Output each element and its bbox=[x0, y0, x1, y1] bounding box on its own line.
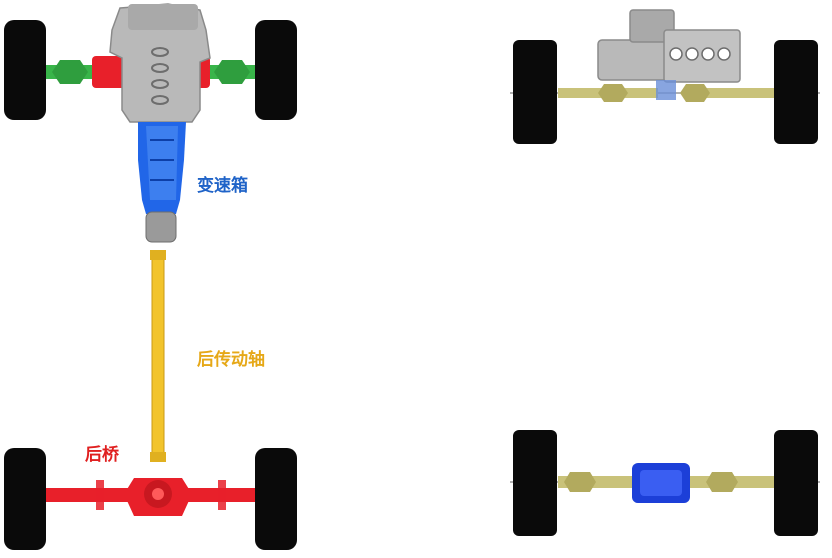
right-front-right-wheel-icon bbox=[774, 40, 818, 144]
rear-right-wheel-icon bbox=[255, 448, 297, 550]
rear-axle bbox=[46, 478, 256, 516]
right-front-joint-left bbox=[598, 84, 628, 102]
rear-driveshaft-label: 后传动轴 bbox=[197, 350, 265, 370]
right-front-left-wheel-icon bbox=[513, 40, 557, 144]
front-left-wheel-icon bbox=[4, 20, 46, 120]
rear-driveshaft bbox=[150, 250, 166, 462]
front-half-shaft-left bbox=[46, 60, 96, 84]
rear-left-wheel-icon bbox=[4, 448, 46, 550]
gearbox-icon bbox=[138, 122, 186, 243]
front-differential-left bbox=[92, 56, 128, 88]
front-right-wheel-icon bbox=[255, 20, 297, 120]
left-drivetrain bbox=[4, 3, 297, 550]
right-rear-left-wheel-icon bbox=[513, 430, 557, 536]
right-engine-icon bbox=[597, 9, 741, 100]
front-half-shaft-right bbox=[205, 60, 255, 84]
right-differential-icon bbox=[632, 463, 690, 503]
right-rear-joint-right bbox=[706, 472, 738, 492]
right-rear-joint-left bbox=[564, 472, 596, 492]
right-rear-right-wheel-icon bbox=[774, 430, 818, 536]
rear-axle-label: 后桥 bbox=[85, 445, 119, 465]
right-front-joint-right bbox=[680, 84, 710, 102]
gearbox-label: 变速箱 bbox=[197, 176, 248, 196]
right-front-half-shaft-right bbox=[690, 88, 776, 98]
right-drivetrain bbox=[510, 9, 820, 536]
engine-icon bbox=[109, 3, 211, 123]
